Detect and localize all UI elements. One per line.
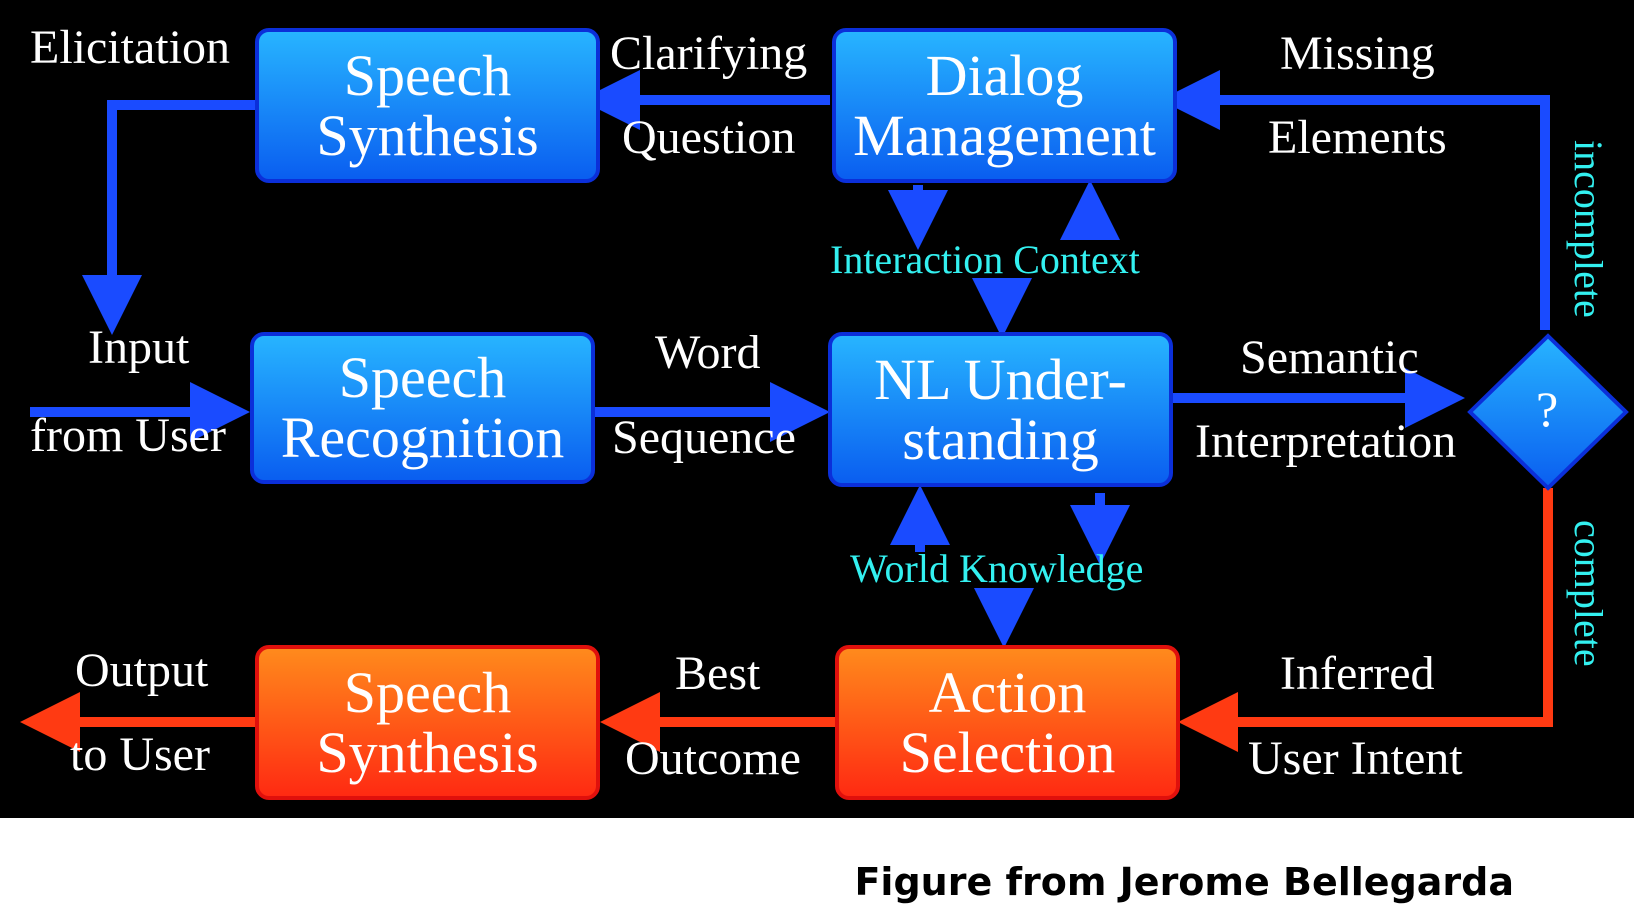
label-word: Word [655, 326, 761, 379]
label-user-intent: User Intent [1248, 732, 1463, 785]
label-missing: Missing [1280, 27, 1435, 80]
label-incomplete: incomplete [1566, 140, 1611, 318]
speech-synthesis-bottom-line1: Speech [343, 659, 512, 725]
speech-recognition-line2: Recognition [280, 405, 565, 470]
decision-label: ? [1536, 381, 1559, 437]
decision-diamond [1467, 333, 1629, 491]
diagram-canvas: Speech Synthesis Dialog Management Speec… [0, 0, 1634, 818]
label-complete: complete [1566, 520, 1611, 667]
label-outcome: Outcome [625, 732, 801, 785]
nl-understanding-line2: standing [902, 406, 1099, 472]
speech-synthesis-bottom-box: Speech Synthesis [255, 645, 600, 800]
nl-understanding-box: NL Under- standing [828, 332, 1173, 487]
arrow-elicitation [82, 100, 255, 335]
label-elements: Elements [1268, 111, 1447, 164]
dialog-management-line2: Management [853, 102, 1156, 168]
speech-synthesis-top-line1: Speech [343, 42, 512, 108]
label-sequence: Sequence [612, 411, 796, 464]
label-semantic: Semantic [1240, 331, 1419, 384]
action-selection-line1: Action [928, 659, 1087, 725]
speech-recognition-line1: Speech [338, 345, 507, 410]
nl-understanding-line1: NL Under- [874, 346, 1127, 412]
label-input: Input [88, 321, 190, 374]
label-output: Output [75, 644, 209, 697]
arrow-missing-elements [1160, 70, 1550, 330]
speech-synthesis-top-box: Speech Synthesis [255, 28, 600, 183]
action-selection-line2: Selection [899, 719, 1116, 785]
label-world-knowledge: World Knowledge [850, 546, 1144, 591]
label-best: Best [675, 647, 761, 700]
arrow-inferred-user-intent [1178, 488, 1553, 752]
label-inferred: Inferred [1280, 647, 1435, 700]
figure-caption: Figure from Jerome Bellegarda [854, 860, 1514, 904]
label-question: Question [622, 111, 796, 164]
label-interpretation: Interpretation [1195, 415, 1457, 468]
dialog-management-line1: Dialog [925, 42, 1084, 108]
action-selection-box: Action Selection [835, 645, 1180, 800]
connector-lines [19, 70, 1629, 752]
label-to-user: to User [70, 728, 210, 781]
dialog-management-box: Dialog Management [832, 28, 1177, 183]
speech-synthesis-bottom-line2: Synthesis [316, 719, 539, 785]
speech-synthesis-top-line2: Synthesis [316, 102, 539, 168]
speech-recognition-box: Speech Recognition [250, 332, 595, 484]
label-interaction-context: Interaction Context [830, 237, 1140, 282]
label-clarifying: Clarifying [610, 27, 808, 80]
label-elicitation: Elicitation [30, 21, 230, 74]
label-from-user: from User [30, 409, 226, 462]
